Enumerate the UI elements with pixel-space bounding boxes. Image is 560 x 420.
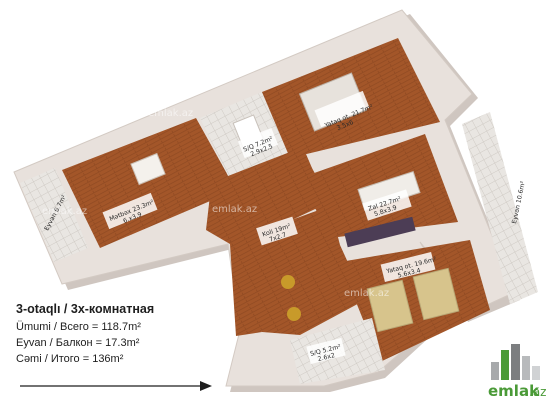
floors <box>20 38 538 384</box>
apartment-info: 3-otaqlı / 3х-комнатная Ümumi / Всего = … <box>16 302 154 367</box>
watermark-text: emlak.az <box>148 108 193 119</box>
sum-area: Cəmi / Итого = 136m² <box>16 353 124 365</box>
bed-2-left <box>366 279 414 333</box>
watermark-text: emlak.az <box>212 204 257 215</box>
logo-suffix: .az <box>529 385 546 399</box>
emlak-logo: emlak .az <box>488 344 546 400</box>
watermark-text: emlak.az <box>344 288 389 299</box>
furniture <box>130 72 460 333</box>
dining-table <box>130 152 166 186</box>
bed-2-right <box>412 267 460 321</box>
apartment-type: 3-otaqlı / 3х-комнатная <box>16 302 155 316</box>
balcony-right-floor <box>462 112 538 304</box>
room-label-dims: 2.6x2 <box>317 352 336 363</box>
armchair-2 <box>287 307 301 321</box>
balcony-area: Eyvan / Балкон = 17.3m² <box>16 337 140 349</box>
logo-text: emlak <box>488 382 540 400</box>
armchair-1 <box>281 275 295 289</box>
hall-floor <box>206 140 330 336</box>
total-area: Ümumi / Всего = 118.7m² <box>16 321 141 333</box>
balcony-left-floor <box>20 168 88 262</box>
watermark-text: emlak.az <box>42 206 87 217</box>
watermarks: emlak.az emlak.az emlak.az emlak.az <box>42 108 389 299</box>
sofa <box>344 216 416 248</box>
arrow-right-icon <box>20 381 212 391</box>
bed-1 <box>298 72 368 132</box>
room-labels: Yataq ot. 21.7m² 3.5x6 S/Q 7.2m² 2.9x2.5… <box>43 90 527 365</box>
